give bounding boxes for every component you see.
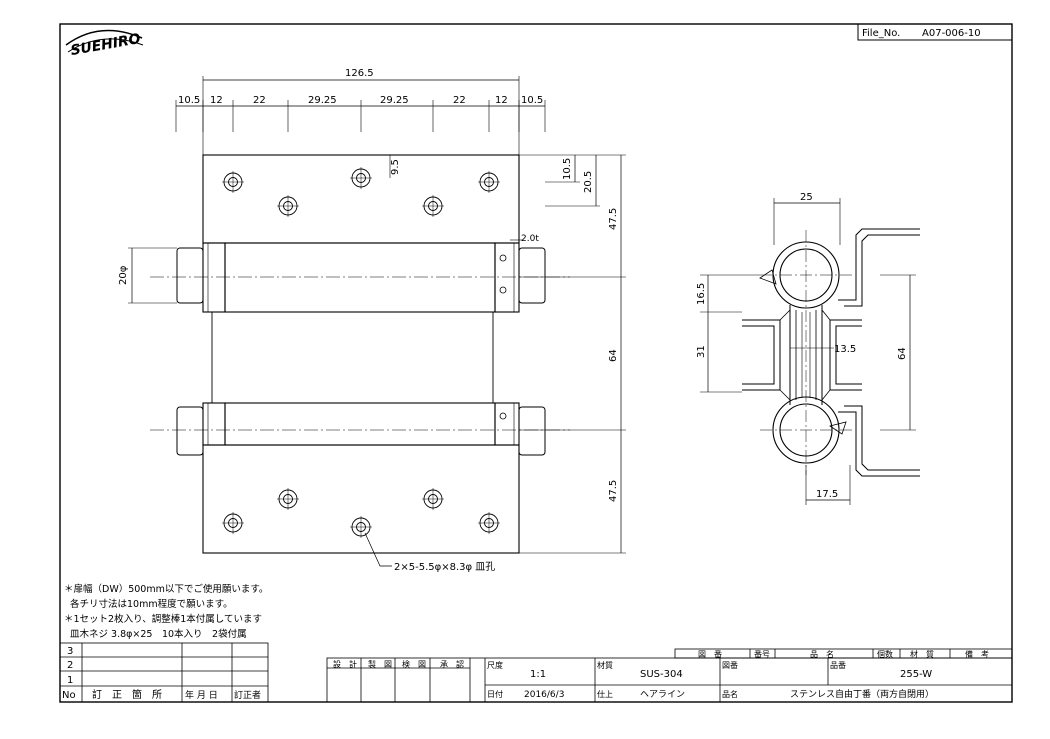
- suehiro-logo: SUEHIRO: [65, 29, 144, 59]
- logo-text: SUEHIRO: [69, 31, 141, 59]
- rev-header-date: 年 月 日: [185, 689, 218, 701]
- rev-header-no: No: [62, 690, 76, 701]
- role-design: 設 計: [333, 659, 357, 669]
- finish-label: 仕上: [597, 689, 613, 699]
- role-approval: 承 認: [440, 659, 464, 669]
- note-1: 各チリ寸法は10mm程度で願います。: [70, 598, 233, 610]
- dim-spacing-0: 10.5: [178, 95, 200, 106]
- dim-spacing-5: 22: [453, 95, 466, 106]
- date-label: 日付: [487, 689, 503, 699]
- finish-value: ヘアライン: [640, 689, 685, 700]
- dim-upper-leaf: 47.5: [608, 208, 619, 230]
- dim-hole-offset: 9.5: [390, 159, 401, 175]
- lower-screw-holes: [222, 488, 500, 538]
- part-no-value: 255-W: [900, 669, 932, 680]
- dim-pitch: 64: [608, 349, 619, 362]
- name-label: 品名: [722, 689, 738, 699]
- dim-lower-leaf: 47.5: [608, 480, 619, 502]
- rev-row-3: 3: [67, 646, 73, 657]
- parts-header-remarks: 備 考: [965, 649, 989, 659]
- dim-16-5: 16.5: [696, 283, 707, 305]
- dim-spacing-7: 10.5: [521, 95, 543, 106]
- dim-31: 31: [696, 345, 707, 358]
- hole-callout: 2×5-5.5φ×8.3φ 皿孔: [394, 561, 495, 573]
- material-value: SUS-304: [640, 669, 683, 680]
- dim-overall-width: 126.5: [345, 68, 374, 79]
- dim-spacing-3: 29.25: [308, 95, 337, 106]
- role-drafting: 製 図: [368, 659, 392, 669]
- date-value: 2016/6/3: [524, 690, 564, 700]
- scale-label: 尺度: [487, 660, 503, 670]
- file-no-label: File_No.: [862, 28, 900, 39]
- rev-row-2: 2: [67, 660, 73, 671]
- file-no-box: File_No. A07-006-10: [857, 23, 1013, 41]
- drawing-no-label: 図番: [722, 660, 738, 670]
- parts-list-header: 図 番 番号 品 名 個数 材 質 備 考: [674, 648, 1013, 659]
- parts-header-qty: 個数: [877, 649, 893, 659]
- dim-spacing-4: 29.25: [380, 95, 409, 106]
- rev-row-1: 1: [67, 675, 73, 686]
- dim-top-edge-1: 10.5: [562, 158, 573, 180]
- dim-barrel-dia: 20φ: [118, 265, 129, 285]
- dim-bottom-width: 17.5: [816, 489, 838, 500]
- material-label: 材質: [597, 660, 613, 670]
- rev-header-place: 訂 正 箇 所: [92, 688, 162, 701]
- parts-header-drawing-no: 図 番: [698, 649, 722, 659]
- note-3: 皿木ネジ 3.8φ×25 10本入り 2袋付属: [70, 628, 247, 640]
- scale-value: 1:1: [530, 669, 546, 680]
- revision-table: 3 2 1 No 訂 正 箇 所 年 月 日 訂正者: [59, 642, 269, 703]
- lower-barrel: [176, 402, 546, 456]
- dim-top-width: 25: [800, 192, 813, 203]
- parts-header-name: 品 名: [810, 649, 834, 659]
- parts-header-material: 材 質: [910, 649, 934, 659]
- role-checking: 検 図: [402, 659, 426, 669]
- file-no-value: A07-006-10: [922, 28, 981, 39]
- dim-plate-thickness: 2.0t: [521, 234, 539, 244]
- upper-screw-holes: [222, 167, 500, 217]
- part-no-label: 品番: [830, 660, 846, 670]
- note-2: ＊1セット2枚入り、調整棒1本付属しています: [64, 613, 262, 625]
- dim-spacing-6: 12: [495, 95, 508, 106]
- dim-spacing-2: 22: [253, 95, 266, 106]
- parts-header-number: 番号: [754, 649, 770, 659]
- title-block: 設 計 製 図 検 図 承 認 尺度 1:1 材質 SUS-304 図番 品番 …: [326, 657, 1013, 703]
- upper-barrel: [176, 242, 546, 313]
- note-0: ＊扉幅（DW）500mm以下でご使用願います。: [64, 583, 268, 595]
- rev-header-person: 訂正者: [234, 689, 261, 701]
- front-view: 126.5 10.5 12 22 29.25 29.25 22 12 10.5: [118, 68, 626, 573]
- product-name: ステンレス自由丁番（両方自閉用）: [790, 688, 934, 700]
- dim-13-5: 13.5: [834, 344, 856, 355]
- dim-top-edge-2: 20.5: [583, 171, 594, 193]
- notes: ＊扉幅（DW）500mm以下でご使用願います。 各チリ寸法は10mm程度で願いま…: [64, 583, 268, 640]
- dim-64-side: 64: [897, 347, 908, 360]
- dim-spacing-1: 12: [210, 95, 223, 106]
- side-view: 25 16.5 31 13.5 64 17.5: [696, 192, 920, 505]
